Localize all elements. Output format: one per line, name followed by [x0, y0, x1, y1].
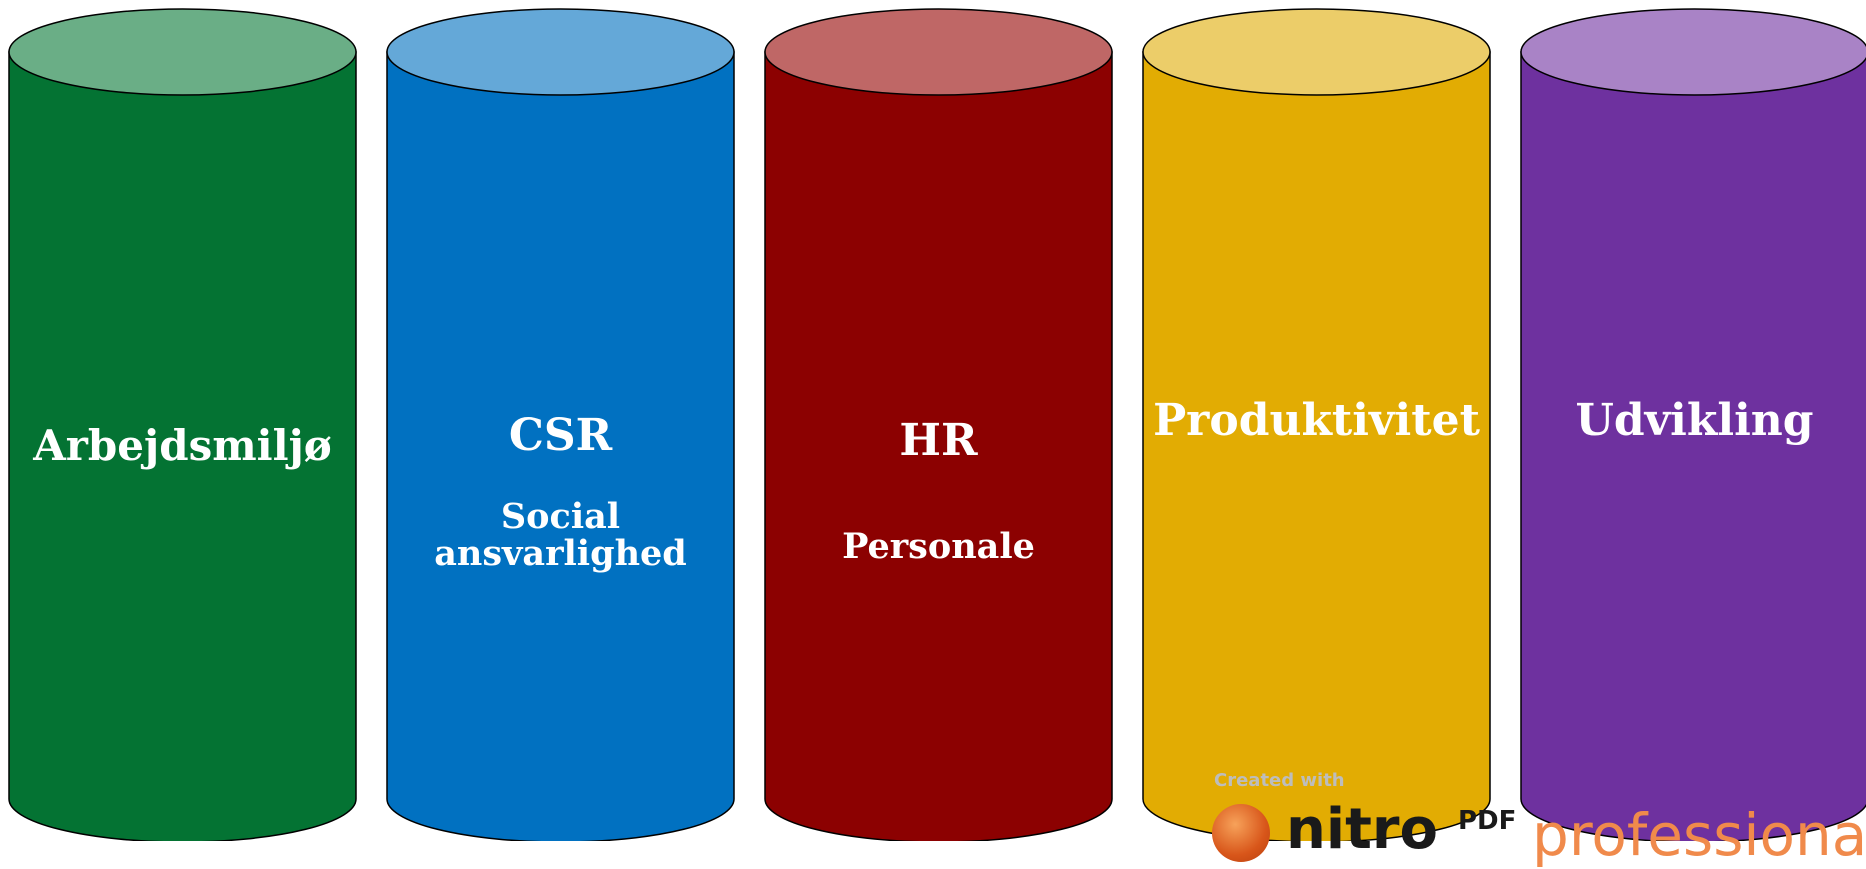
pillar-produktivitet-body: [1142, 51, 1491, 841]
pillar-hr-body: [764, 51, 1113, 841]
pillar-arbejdsmiljo: Arbejdsmiljø: [8, 8, 357, 841]
pillar-udvikling-title: Udvikling: [1575, 395, 1813, 446]
pillar-csr-body: [386, 51, 735, 841]
pillar-csr-subtitle-line: ansvarlighed: [434, 533, 687, 574]
pillar-produktivitet-top: [1142, 8, 1491, 96]
nitro-logo-icon: [1212, 804, 1270, 862]
watermark-tier: professional: [1532, 801, 1866, 869]
watermark-brand: nitro: [1286, 797, 1438, 862]
pillar-csr-top: [386, 8, 735, 96]
pillar-hr-top: [764, 8, 1113, 96]
pillar-udvikling-body: [1520, 51, 1866, 841]
pillar-arbejdsmiljo-top: [8, 8, 357, 96]
watermark-superscript: PDF: [1458, 806, 1517, 836]
pillar-arbejdsmiljo-title: Arbejdsmiljø: [32, 421, 332, 470]
watermark-created-with: Created with: [1214, 770, 1345, 791]
pillar-arbejdsmiljo-body: [8, 51, 357, 841]
pillar-hr: HR Personale: [764, 8, 1113, 841]
pillar-csr-subtitle-line: Social: [501, 496, 620, 537]
pillar-produktivitet: Produktivitet: [1142, 8, 1491, 841]
pillar-hr-subtitle-line: Personale: [842, 526, 1035, 567]
pillar-udvikling: Udvikling: [1520, 8, 1866, 841]
pillar-udvikling-top: [1520, 8, 1866, 96]
pillar-produktivitet-title: Produktivitet: [1153, 395, 1480, 446]
watermark: Created with nitro PDF professional: [1212, 768, 1866, 864]
pillar-csr-title: CSR: [509, 410, 613, 461]
pillar-hr-title: HR: [899, 415, 978, 466]
